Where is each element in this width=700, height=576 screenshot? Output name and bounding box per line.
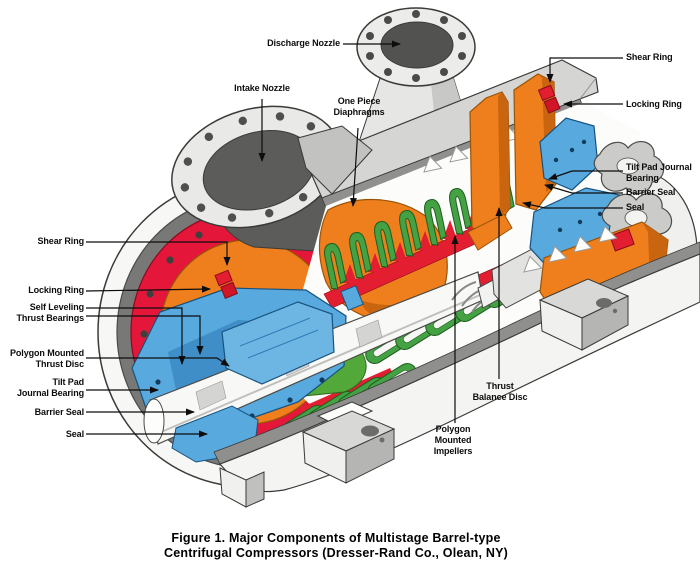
label-thrust-balance-disc: Thrust Balance Disc <box>472 381 528 402</box>
label-self-leveling-thrust-bearings: Self Leveling Thrust Bearings <box>16 302 84 323</box>
figure-caption-line2: Centrifugal Compressors (Dresser-Rand Co… <box>163 546 508 560</box>
left-shear-locking-rings <box>214 269 239 299</box>
mounting-foot-left <box>219 467 265 508</box>
label-intake-nozzle: Intake Nozzle <box>234 83 290 93</box>
label-tilt-pad-journal-bearing-right: Tilt Pad Journal Bearing <box>626 162 692 183</box>
label-shear-ring-right: Shear Ring <box>626 52 673 62</box>
label-tilt-pad-journal-bearing-left: Tilt Pad Journal Bearing <box>16 377 84 398</box>
label-seal-right: Seal <box>626 202 645 212</box>
label-polygon-mounted-impellers: Polygon Mounted Impellers <box>433 424 473 456</box>
figure-caption: Figure 1. Major Components of Multistage… <box>0 531 672 561</box>
figure-caption-line1: Figure 1. Major Components of Multistage… <box>171 531 501 545</box>
discharge-flange-bolts <box>366 10 466 82</box>
right-shear-locking-rings <box>537 84 561 114</box>
leader-lines <box>85 40 623 438</box>
label-barrier-seal-right: Barrier Seal <box>626 187 676 197</box>
label-seal-left: Seal <box>65 429 84 439</box>
label-one-piece-diaphragms: One Piece Diaphragms <box>333 96 385 117</box>
compressor-cutaway-illustration <box>85 7 700 508</box>
mounting-foot-center <box>301 401 396 484</box>
center-head <box>467 73 557 251</box>
discharge-flange <box>356 7 476 87</box>
label-discharge-nozzle: Discharge Nozzle <box>267 38 340 48</box>
label-shear-ring-left: Shear Ring <box>37 236 84 246</box>
mounting-foot-right <box>538 278 630 351</box>
label-locking-ring-left: Locking Ring <box>28 285 84 295</box>
label-polygon-mounted-thrust-disc: Polygon Mounted Thrust Disc <box>10 348 84 369</box>
label-barrier-seal-left: Barrier Seal <box>34 407 84 417</box>
label-locking-ring-right: Locking Ring <box>626 99 682 109</box>
